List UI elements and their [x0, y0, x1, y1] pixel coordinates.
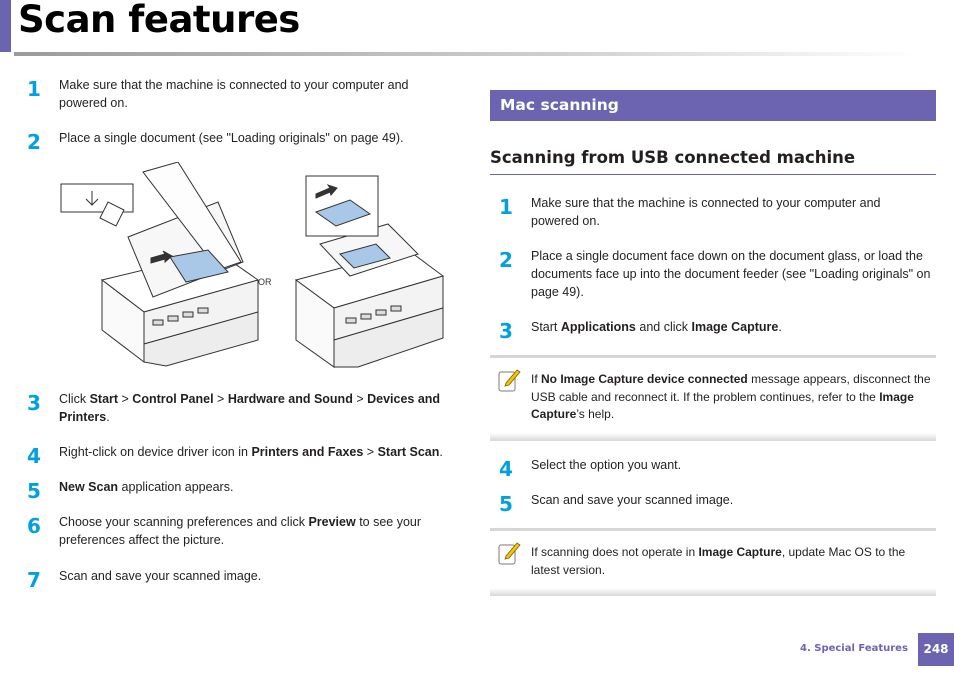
text-run: Place a single document (see "Loading or… [59, 131, 404, 145]
bold-text: Devices and Printers [59, 392, 441, 424]
bold-text: Printers and Faxes [251, 445, 364, 459]
subheading: Scanning from USB connected machine [490, 148, 856, 167]
text-run: application appears. [118, 480, 234, 494]
text-run: > [118, 392, 133, 406]
inset-panel [60, 183, 134, 213]
text-run: and click [635, 320, 692, 334]
bold-text: No Image Capture device connected [541, 372, 748, 386]
note-box: If No Image Capture device connected mes… [490, 355, 936, 441]
title-underline [14, 52, 918, 56]
text-run: , update Mac OS to the latest version. [531, 545, 906, 577]
text-run: message appears, disconnect the USB cabl… [531, 372, 931, 404]
text-run: Scan and save your scanned image. [59, 569, 262, 583]
step-number: 3 [499, 319, 513, 343]
step-text: Click Start > Control Panel > Hardware a… [59, 390, 454, 426]
step-number: 2 [499, 248, 513, 272]
step-text: Make sure that the machine is connected … [59, 76, 439, 112]
text-run: > [213, 392, 228, 406]
text-run: ’s help. [576, 407, 615, 421]
step-text: Scan and save your scanned image. [59, 567, 449, 585]
section-title-bar: Mac scanning [490, 90, 936, 121]
text-run: Make sure that the machine is connected … [59, 78, 409, 110]
text-run: Click [59, 392, 90, 406]
step-text: Make sure that the machine is connected … [531, 194, 911, 230]
paper-tray [143, 311, 259, 367]
page-number: 248 [918, 633, 954, 666]
bold-text: Preview [308, 515, 356, 529]
bold-text: Image Capture [691, 320, 779, 334]
document-in-feeder [339, 243, 391, 269]
text-run: Choose your scanning preferences and cli… [59, 515, 309, 529]
adf-paper-tray [333, 307, 444, 368]
bold-text: Applications [560, 320, 636, 334]
step-number: 7 [27, 568, 41, 592]
step-text: Start Applications and click Image Captu… [531, 318, 931, 336]
lid-cover [142, 162, 242, 271]
step-number: 5 [27, 479, 41, 503]
text-run: Make sure that the machine is connected … [531, 196, 881, 228]
text-run: . [439, 445, 443, 459]
bold-text: Hardware and Sound [227, 392, 353, 406]
footer-chapter-label: 4. Special Features [800, 643, 908, 654]
note-box: If scanning does not operate in Image Ca… [490, 528, 936, 596]
adf-arrow-icon [315, 184, 338, 199]
glass-corner-mark [99, 201, 125, 227]
text-run: > [352, 392, 368, 406]
page-title: Scan features [18, 0, 300, 41]
pencil-note-icon [498, 369, 521, 392]
text-run: . [106, 410, 110, 424]
step-text: Scan and save your scanned image. [531, 491, 911, 509]
note-text: If No Image Capture device connected mes… [531, 371, 936, 424]
text-run: > [363, 445, 378, 459]
step-text: Place a single document (see "Loading or… [59, 129, 449, 147]
chapter-color-bar [0, 0, 11, 52]
control-buttons [152, 307, 209, 326]
bold-text: Start [89, 392, 119, 406]
document-on-glass [169, 249, 229, 283]
text-run: Right-click on device driver icon in [59, 445, 252, 459]
bold-text: Control Panel [132, 392, 214, 406]
scanner-glass-printer [60, 162, 260, 367]
bold-text: New Scan [59, 480, 119, 494]
step-number: 4 [499, 457, 513, 481]
step-number: 5 [499, 492, 513, 516]
step-number: 3 [27, 391, 41, 415]
note-bottom-shade [490, 588, 936, 596]
bold-text: Start Scan [377, 445, 440, 459]
adf-control-buttons [345, 305, 402, 324]
scanner-illustration: OR [60, 162, 445, 368]
step-number: 6 [27, 514, 41, 538]
scanner-adf-printer [294, 175, 445, 368]
text-run: Place a single document face down on the… [531, 249, 931, 299]
note-text: If scanning does not operate in Image Ca… [531, 544, 936, 579]
step-number: 1 [499, 195, 513, 219]
step-text: New Scan application appears. [59, 478, 449, 496]
arrow-down-icon [85, 191, 99, 206]
text-run: Scan and save your scanned image. [531, 493, 734, 507]
step-text: Select the option you want. [531, 456, 911, 474]
or-label: OR [258, 277, 272, 287]
text-run: Select the option you want. [531, 458, 682, 472]
step-text: Choose your scanning preferences and cli… [59, 513, 439, 549]
inset-document [314, 199, 372, 227]
text-run: . [778, 320, 782, 334]
step-text: Place a single document face down on the… [531, 247, 939, 301]
text-run: Start [531, 320, 561, 334]
step-number: 1 [27, 77, 41, 101]
pencil-note-icon [498, 542, 521, 565]
step-number: 4 [27, 444, 41, 468]
text-run: If [531, 372, 542, 386]
step-text: Right-click on device driver icon in Pri… [59, 443, 459, 461]
arrow-left-icon [150, 250, 173, 264]
step-number: 2 [27, 130, 41, 154]
bold-text: Image Capture [698, 545, 782, 559]
text-run: to see your preferences affect the pictu… [59, 515, 422, 547]
note-bottom-shade [490, 433, 936, 441]
subheading-rule [490, 174, 936, 175]
bold-text: Image Capture [531, 389, 914, 422]
text-run: If scanning does not operate in [531, 545, 699, 559]
